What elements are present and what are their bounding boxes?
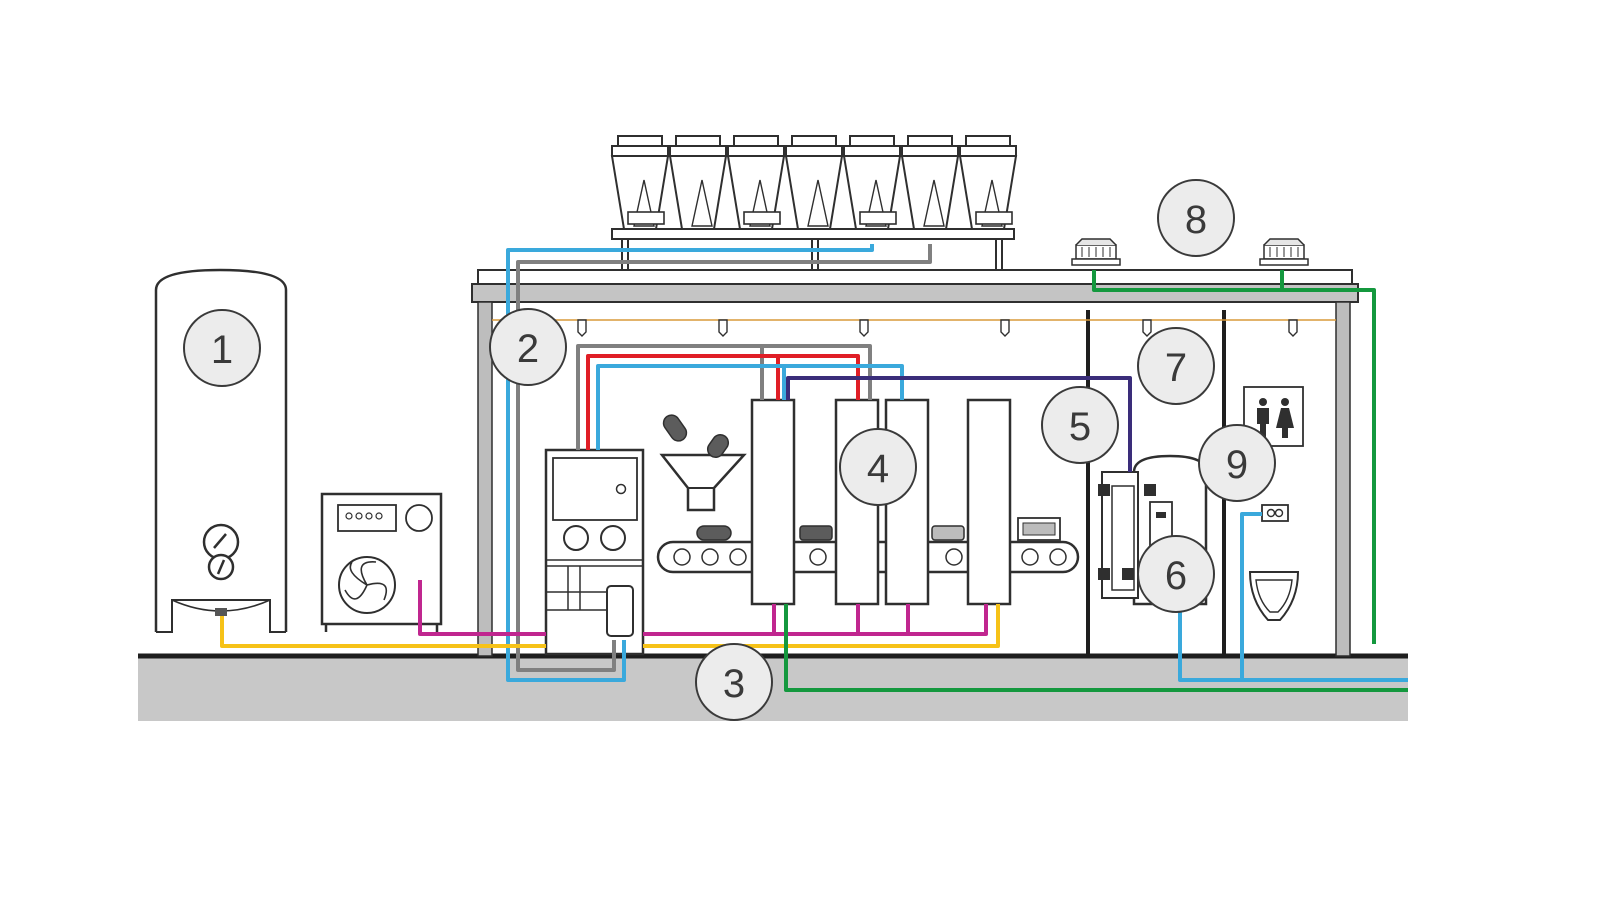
callout-label: 2: [517, 327, 539, 371]
callout-6: 6: [1137, 535, 1215, 613]
ceiling-light: [1142, 319, 1152, 337]
heating-pipe: [786, 376, 1132, 472]
callout-7: 7: [1137, 327, 1215, 405]
drain-pipe: [784, 270, 1408, 692]
cooling-tower-unit: [900, 135, 960, 230]
conveyor-roller: [701, 548, 719, 566]
conveyor-roller: [1049, 548, 1067, 566]
cooling-tower-unit: [784, 135, 844, 230]
cooling-tower-unit: [958, 135, 1018, 230]
ceiling-light: [1288, 319, 1298, 337]
callout-label: 1: [211, 328, 233, 372]
callout-1: 1: [183, 309, 261, 387]
ceiling-light-icon: [577, 319, 1298, 337]
cold-water-pipe-sanitary: [1178, 512, 1408, 682]
roof-ventilator-icon: [1071, 238, 1309, 266]
conveyor-roller: [1021, 548, 1039, 566]
callout-circle: [489, 308, 567, 386]
urinal-icon: [1248, 504, 1300, 621]
callout-2: 2: [489, 308, 567, 386]
pipe-network: [220, 244, 1408, 692]
conveyor-roller: [673, 548, 691, 566]
callout-label: 3: [723, 662, 745, 706]
callout-label: 4: [867, 447, 889, 491]
cold-water-pipe: [506, 244, 874, 682]
callout-circle: [1137, 327, 1215, 405]
air-compressor-icon: [320, 492, 443, 632]
ceiling-light: [1000, 319, 1010, 337]
ceiling-light: [859, 319, 869, 337]
callout-label: 8: [1185, 198, 1207, 242]
callout-label: 6: [1165, 554, 1187, 598]
cooling-tower-unit: [726, 135, 786, 230]
boiler-icon: [544, 448, 645, 656]
gas-pipe: [220, 604, 1000, 648]
cooling-tower-unit: [668, 135, 728, 230]
callout-circle: [839, 428, 917, 506]
conveyor-roller: [729, 548, 747, 566]
callout-9: 9: [1198, 424, 1276, 502]
compressed-air-pipe: [418, 580, 988, 636]
callout-4: 4: [839, 428, 917, 506]
callout-label: 9: [1226, 443, 1248, 487]
restroom-icon: [1243, 386, 1304, 447]
cooling-tower-unit: [842, 135, 902, 230]
return-water-pipe: [516, 244, 932, 672]
callout-label: 7: [1165, 346, 1187, 390]
hopper-icon: [659, 414, 747, 541]
callout-circle: [1198, 424, 1276, 502]
conveyor-roller: [809, 548, 827, 566]
callout-label: 5: [1069, 405, 1091, 449]
callout-5: 5: [1041, 386, 1119, 464]
callout-circle: [1041, 386, 1119, 464]
callout-circle: [1157, 179, 1235, 257]
cooling-tower-unit: [610, 135, 670, 230]
ceiling-light: [577, 319, 587, 337]
cooling-tower-icon: [610, 135, 1018, 270]
conveyor-roller: [945, 548, 963, 566]
cold-water-pipe-process: [596, 364, 904, 450]
callout-3: 3: [695, 643, 773, 721]
callout-8: 8: [1157, 179, 1235, 257]
callout-circle: [1137, 535, 1215, 613]
callout-layer: 1 2 3 4 5 6 7 8 9: [183, 179, 1276, 721]
ceiling-light: [718, 319, 728, 337]
callout-circle: [183, 309, 261, 387]
return-water-pipe-process: [576, 344, 872, 450]
callout-circle: [695, 643, 773, 721]
